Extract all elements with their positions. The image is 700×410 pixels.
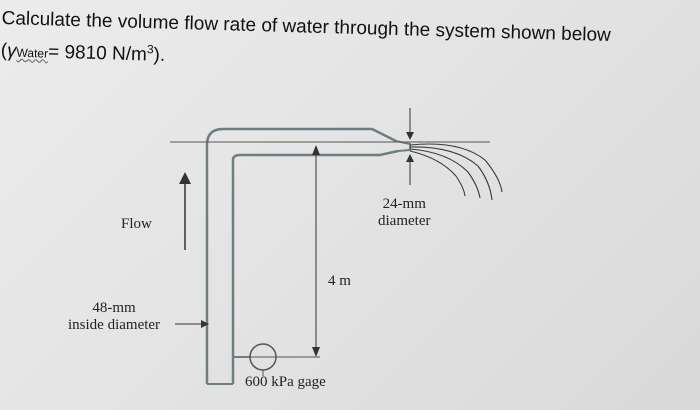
nozzle-diameter-value: 24-mm xyxy=(382,196,426,212)
gage-pressure-label: 600 kPa gage xyxy=(245,374,326,390)
height-arrow-top xyxy=(312,145,320,155)
pipe-inner-wall xyxy=(231,149,399,384)
height-arrow-bottom xyxy=(312,347,320,357)
nozzle-diameter-label: 24-mm diameter xyxy=(378,196,430,230)
height-label: 4 m xyxy=(328,273,351,289)
inside-diameter-label: 48-mm inside diameter xyxy=(68,300,160,334)
inside-diameter-value: 48-mm xyxy=(92,300,136,316)
flow-label: Flow xyxy=(121,216,152,232)
gage-circle-icon xyxy=(233,343,277,376)
water-jet xyxy=(409,143,503,201)
nozzle-diameter-text: diameter xyxy=(378,213,431,229)
inside-diameter-text: inside diameter xyxy=(68,317,161,333)
pipe-outer-wall xyxy=(205,127,397,384)
